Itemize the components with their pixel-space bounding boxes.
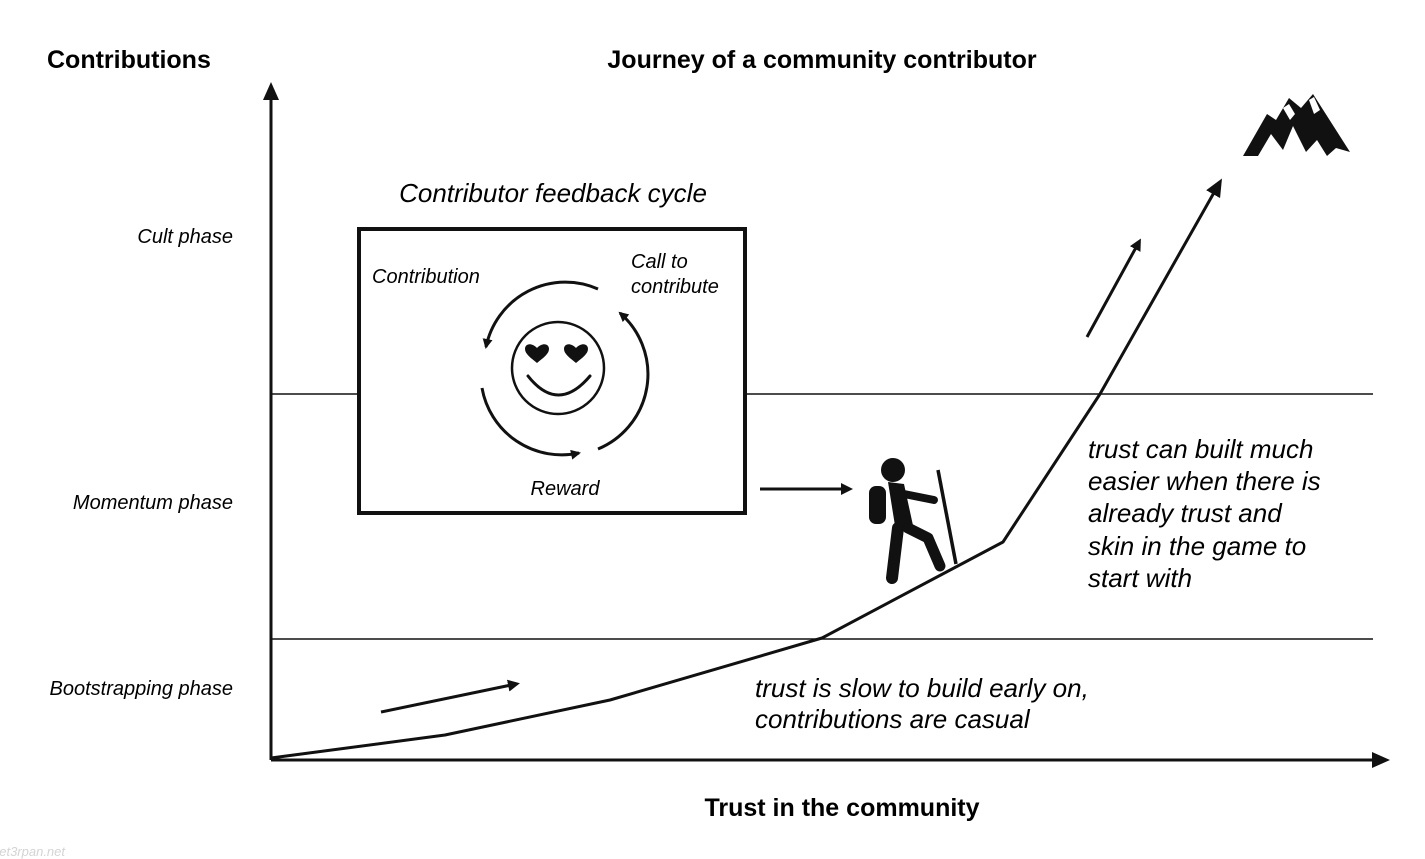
note-late-line2: easier when there is [1088,466,1321,496]
note-late-line3: already trust and [1088,498,1283,528]
mountain-icon [1243,94,1350,156]
phase-label-cult: Cult phase [137,226,233,248]
y-axis-label: Contributions [47,46,211,74]
cycle-label-call-line1: Call to [631,251,688,273]
diagram-title: Journey of a community contributor [607,46,1036,74]
feedback-cycle-box [357,227,747,515]
watermark: pet3rpan.net [0,844,66,859]
cycle-label-call-line2: contribute [631,276,719,298]
phase-label-bootstrapping: Bootstrapping phase [50,678,233,700]
late-direction-arrow [1085,238,1141,338]
note-late-line1: trust can built much [1088,434,1313,464]
note-late-line4: skin in the game to [1088,531,1306,561]
x-axis-label: Trust in the community [704,794,979,822]
cycle-label-reward: Reward [531,478,601,500]
smiley-heart-eyes-icon [510,320,606,416]
phase-label-momentum: Momentum phase [73,492,233,514]
note-early-line2: contributions are casual [755,704,1031,734]
cycle-arrows-icon [480,280,650,460]
hiker-icon [869,458,958,584]
journey-curve [270,178,1222,760]
note-early-line1: trust is slow to build early on, [755,673,1089,703]
early-direction-arrow [380,679,520,714]
cycle-label-contribution: Contribution [372,266,480,288]
feedback-cycle-title: Contributor feedback cycle [399,178,707,208]
note-late-line5: start with [1088,563,1192,593]
